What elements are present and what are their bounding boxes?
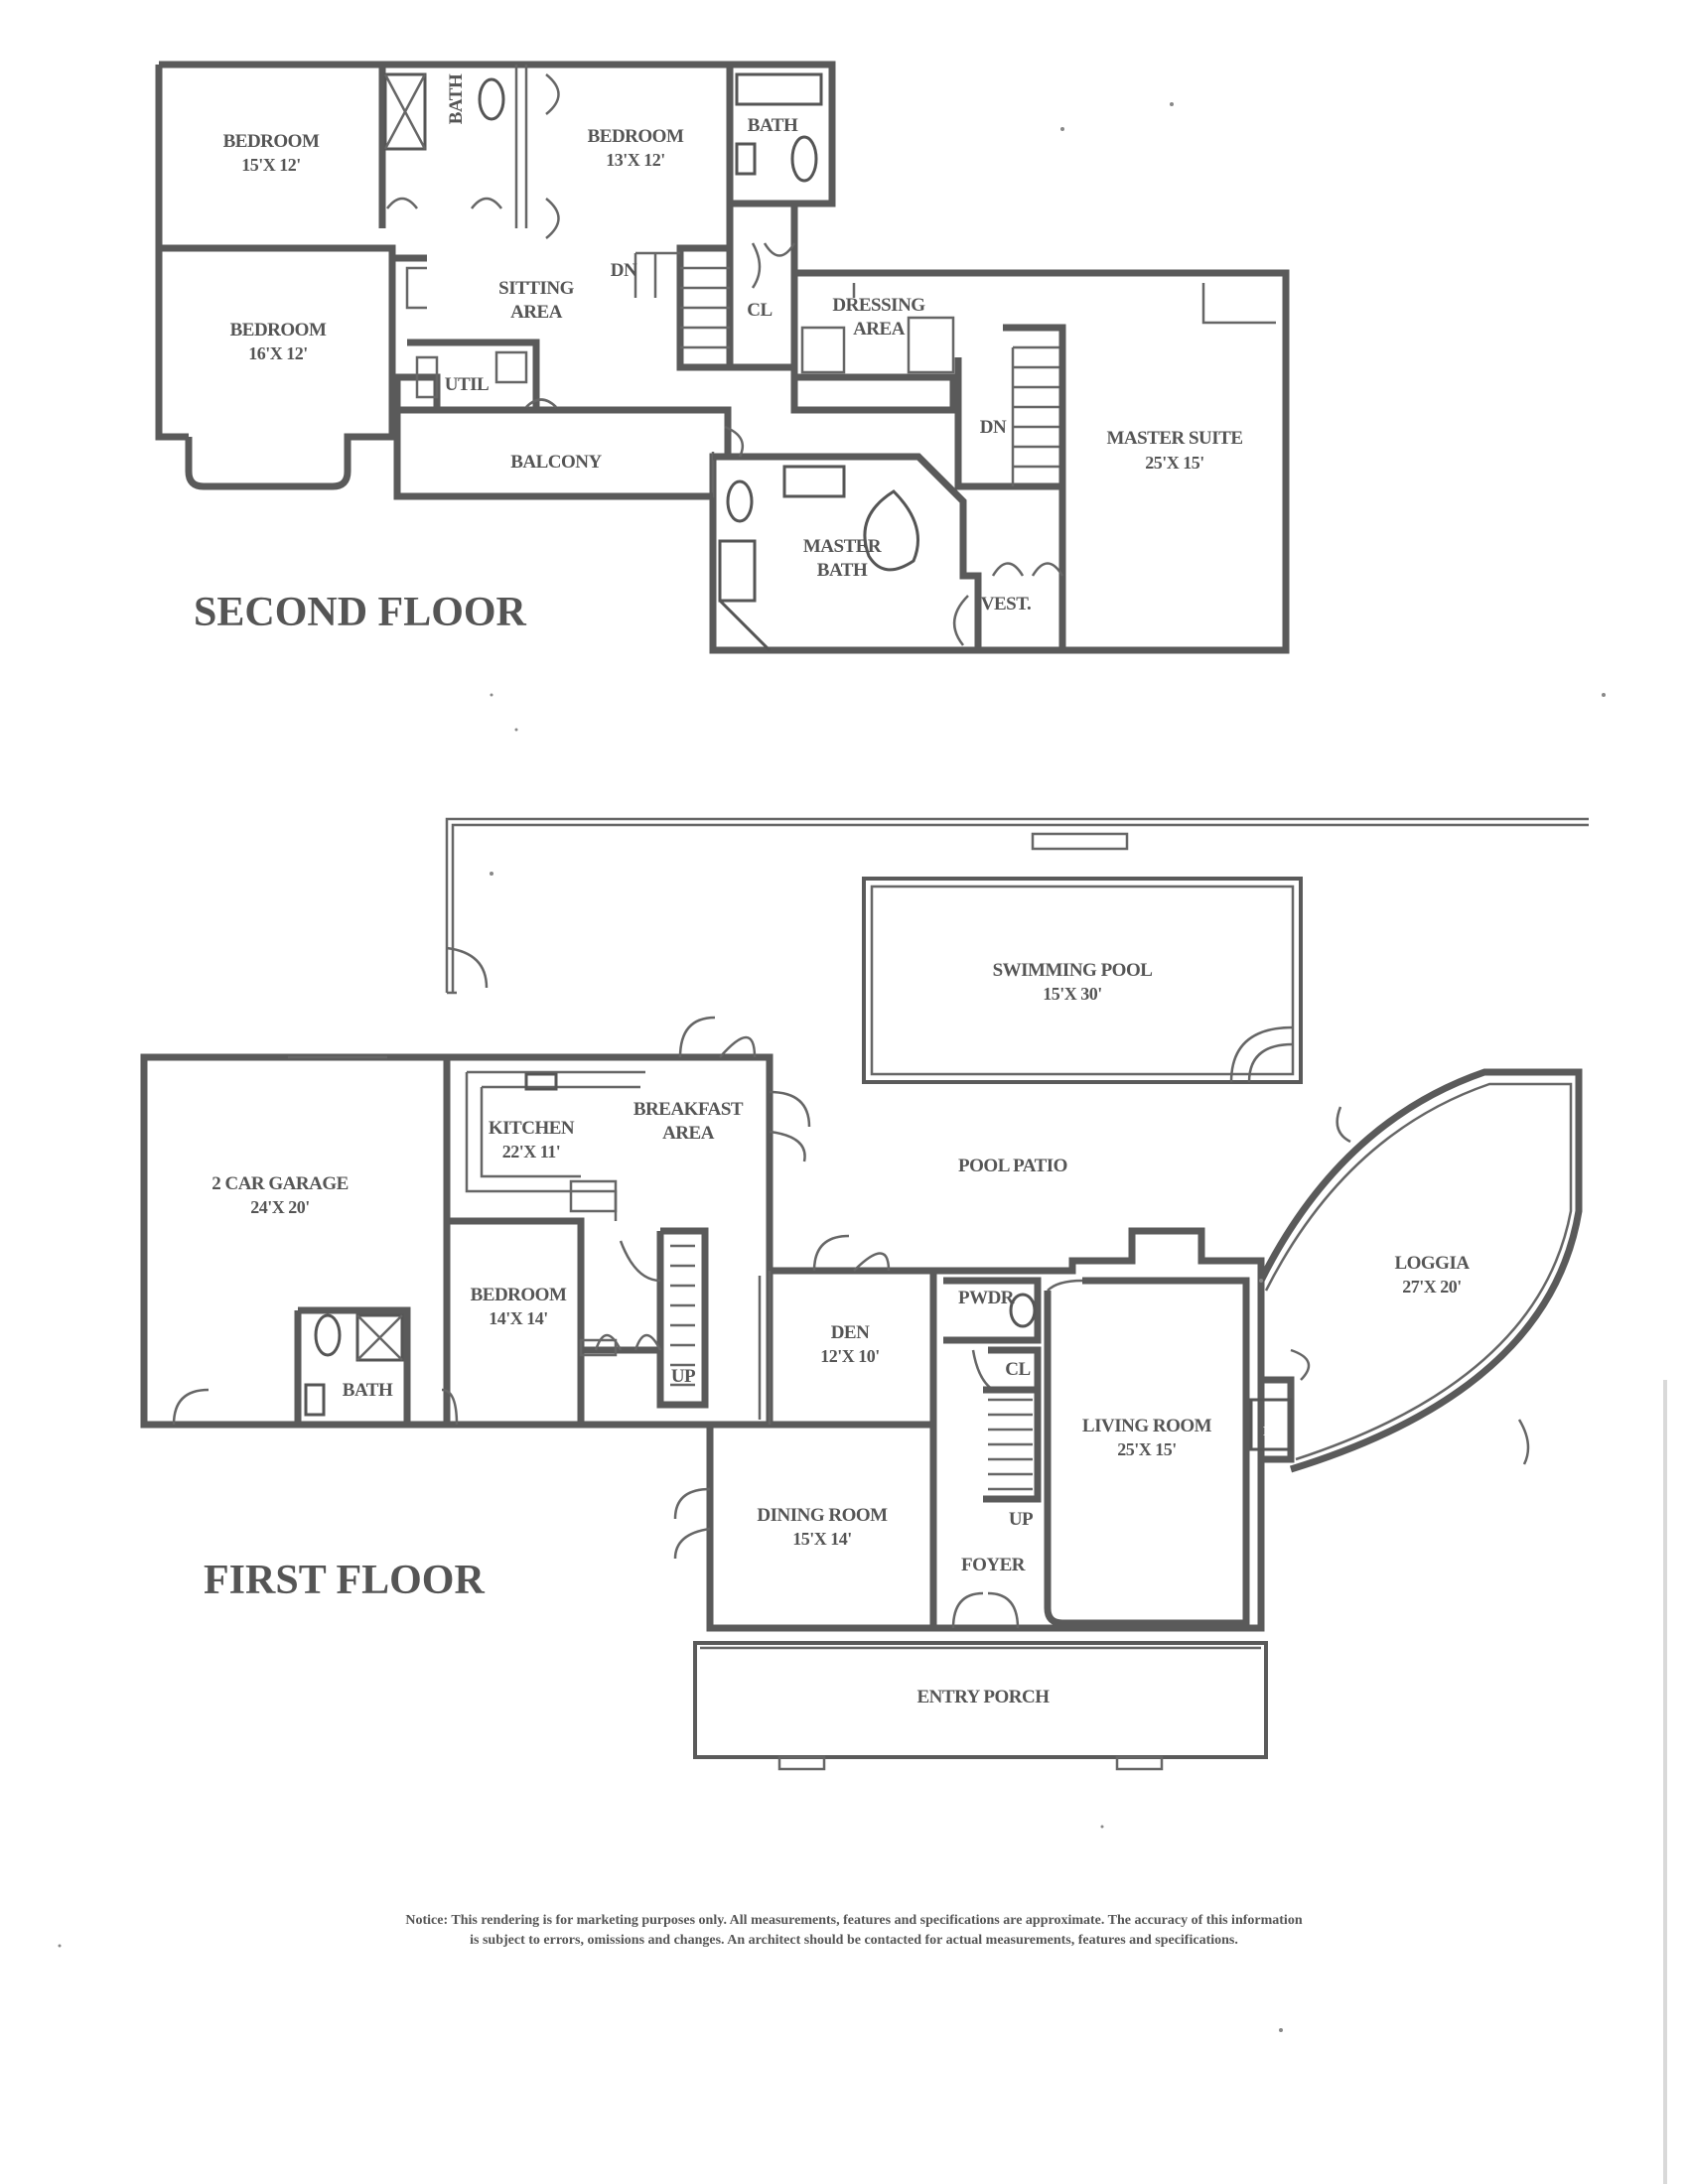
kitchen-label: KITCHEN — [489, 1118, 575, 1139]
closet-label: CL — [747, 300, 772, 321]
garage-size: 24'X 20' — [250, 1197, 310, 1217]
master-suite-label: MASTER SUITE — [1106, 428, 1242, 449]
dressing-area-label: DRESSING — [832, 295, 925, 316]
up-right-label: UP — [1009, 1509, 1034, 1530]
master-bath-label: MASTER — [803, 536, 882, 557]
first-floor-title: FIRST FLOOR — [204, 1558, 485, 1603]
first-floor-labels: SWIMMING POOL 15'X 30' 2 CAR GARAGE 24'X… — [211, 960, 1471, 1707]
vestibule-label: VEST. — [981, 594, 1031, 614]
bedroom-c-size: 16'X 12' — [248, 343, 308, 363]
entry-porch-label: ENTRY PORCH — [917, 1687, 1051, 1707]
second-floor-labels: BEDROOM 15'X 12' BATH BEDROOM 13'X 12' B… — [223, 73, 1243, 614]
swimming-pool-outline — [862, 877, 1303, 1084]
notice-line-2: is subject to errors, omissions and chan… — [470, 1933, 1238, 1948]
garage-bath-label: BATH — [343, 1380, 393, 1401]
bedroom-a-size: 15'X 12' — [241, 155, 301, 175]
bath-right-label: BATH — [748, 115, 798, 136]
second-floor-outer-wall — [155, 61, 1290, 654]
living-room-label: LIVING ROOM — [1082, 1416, 1212, 1436]
pool-patio-label: POOL PATIO — [958, 1156, 1067, 1176]
bedroom-a-label: BEDROOM — [223, 131, 320, 152]
balcony-label: BALCONY — [510, 452, 602, 473]
sitting-area-label: SITTING — [498, 278, 574, 299]
master-bath-label-2: BATH — [817, 560, 868, 581]
entry-porch-outline — [693, 1641, 1268, 1759]
notice-line-1: Notice: This rendering is for marketing … — [405, 1913, 1303, 1928]
dining-room-size: 15'X 14' — [792, 1529, 852, 1549]
closet-label: CL — [1005, 1359, 1030, 1380]
dressing-area-label-2: AREA — [853, 319, 906, 340]
loggia-label: LOGGIA — [1394, 1253, 1470, 1274]
dn-left-label: DN — [611, 260, 637, 281]
first-floor-plan — [140, 817, 1589, 1771]
garage-label: 2 CAR GARAGE — [211, 1173, 349, 1194]
den-label: DEN — [831, 1322, 870, 1343]
scan-edge-shadow — [1663, 1380, 1667, 2184]
breakfast-area-label-2: AREA — [662, 1123, 715, 1144]
bedroom-b-size: 13'X 12' — [606, 150, 665, 170]
loggia-size: 27'X 20' — [1402, 1277, 1462, 1297]
up-left-label: UP — [671, 1366, 696, 1387]
scan-specks — [58, 102, 1606, 2032]
loggia-outline — [1257, 1068, 1583, 1473]
util-label: UTIL — [445, 374, 489, 395]
breakfast-area-label: BREAKFAST — [633, 1099, 744, 1120]
powder-room-label: PWDR — [958, 1288, 1015, 1308]
second-floor-title: SECOND FLOOR — [194, 590, 527, 635]
second-floor-plan — [155, 61, 1290, 654]
dn-right-label: DN — [980, 417, 1007, 438]
bedroom-b-label: BEDROOM — [588, 126, 684, 147]
bath-small-label: BATH — [446, 73, 467, 124]
bedroom-size: 14'X 14' — [489, 1308, 548, 1328]
bedroom-label: BEDROOM — [471, 1285, 567, 1305]
bedroom-c-label: BEDROOM — [230, 320, 327, 341]
den-size: 12'X 10' — [820, 1346, 880, 1366]
fireplace-label: FP — [1263, 1425, 1280, 1439]
swimming-pool-size: 15'X 30' — [1043, 984, 1102, 1004]
patio-boundary — [445, 817, 1589, 993]
swimming-pool-label: SWIMMING POOL — [993, 960, 1153, 981]
sitting-area-label-2: AREA — [510, 302, 563, 323]
foyer-label: FOYER — [961, 1555, 1026, 1575]
dining-room-label: DINING ROOM — [757, 1505, 888, 1526]
kitchen-size: 22'X 11' — [502, 1142, 561, 1161]
living-room-size: 25'X 15' — [1117, 1439, 1177, 1459]
master-suite-size: 25'X 15' — [1145, 453, 1204, 473]
